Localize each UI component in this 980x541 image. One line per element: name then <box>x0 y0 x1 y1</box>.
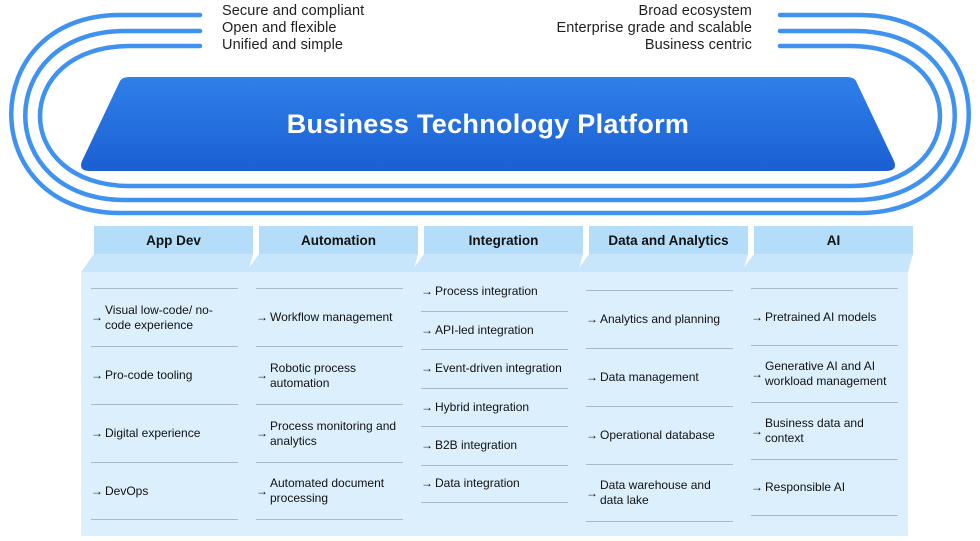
arrow-icon: → <box>91 310 103 324</box>
orbit-ring-middle <box>23 28 957 203</box>
column-bevel <box>81 254 253 272</box>
arrow-icon: → <box>421 361 433 376</box>
list-item: →DevOps <box>91 462 238 520</box>
list-item: →Hybrid integration <box>421 387 568 427</box>
pillar-columns: App Dev →Visual low-code/ no-code experi… <box>81 226 913 536</box>
arrow-icon: → <box>256 426 268 440</box>
arrow-icon: → <box>256 310 268 324</box>
list-item: →Event-driven integration <box>421 349 568 388</box>
column-header-automation: Automation <box>259 226 418 254</box>
arrow-icon: → <box>751 423 763 438</box>
list-item: →Operational database <box>586 406 733 464</box>
column-body-ai: →Pretrained AI models →Generative AI and… <box>741 272 908 536</box>
column-bevel <box>576 254 748 272</box>
column-body-automation: →Workflow management →Robotic process au… <box>246 272 413 536</box>
column-header-app-dev: App Dev <box>94 226 253 254</box>
column-app-dev: App Dev →Visual low-code/ no-code experi… <box>81 226 253 536</box>
tag-secure: Secure and compliant <box>222 3 365 19</box>
column-integration: Integration →Process integration →API-le… <box>411 226 583 536</box>
column-body-data-analytics: →Analytics and planning →Data management… <box>576 272 743 536</box>
tag-business-centric: Business centric <box>644 37 752 53</box>
column-body-integration: →Process integration →API-led integratio… <box>411 272 578 536</box>
platform-banner <box>81 77 895 171</box>
list-item: →Pretrained AI models <box>751 288 898 345</box>
list-item: →API-led integration <box>421 310 568 350</box>
list-item: →Automated document processing <box>256 462 403 520</box>
arrow-icon: → <box>751 366 763 381</box>
tags-right: Broad ecosystem Enterprise grade and sca… <box>556 3 752 54</box>
column-header-ai: AI <box>754 226 913 254</box>
list-item: →Digital experience <box>91 404 238 462</box>
tag-enterprise: Enterprise grade and scalable <box>556 20 752 36</box>
arrow-icon: → <box>256 483 268 498</box>
column-bevel <box>246 254 418 272</box>
list-item: →Robotic process automation <box>256 346 403 404</box>
column-ai: AI →Pretrained AI models →Generative AI … <box>741 226 913 536</box>
arrow-icon: → <box>586 428 598 442</box>
arrow-icon: → <box>586 312 598 326</box>
list-item: →B2B integration <box>421 426 568 465</box>
list-item: →Analytics and planning <box>586 290 733 348</box>
arrow-icon: → <box>421 322 433 337</box>
tag-unified: Unified and simple <box>222 37 344 53</box>
column-header-data-analytics: Data and Analytics <box>589 226 748 254</box>
list-item: →Workflow management <box>256 288 403 346</box>
column-bevel <box>411 254 583 272</box>
arrow-icon: → <box>421 283 433 298</box>
list-item: →Data warehouse and data lake <box>586 464 733 522</box>
column-automation: Automation →Workflow management →Robotic… <box>246 226 418 536</box>
arrow-icon: → <box>91 483 103 498</box>
tag-ecosystem: Broad ecosystem <box>638 3 752 19</box>
arrow-icon: → <box>256 368 268 382</box>
list-item: →Pro-code tooling <box>91 346 238 404</box>
list-item: →Process monitoring and analytics <box>256 404 403 462</box>
arrow-icon: → <box>421 476 433 491</box>
arrow-icon: → <box>751 309 763 324</box>
list-item: →Data integration <box>421 464 568 503</box>
column-body-app-dev: →Visual low-code/ no-code experience →Pr… <box>81 272 248 536</box>
arrow-icon: → <box>421 438 433 453</box>
list-item: →Data management <box>586 348 733 406</box>
column-header-integration: Integration <box>424 226 583 254</box>
list-item: →Visual low-code/ no-code experience <box>91 288 238 346</box>
arrow-icon: → <box>91 368 103 382</box>
list-item: →Responsible AI <box>751 459 898 516</box>
tags-left: Secure and compliant Open and flexible U… <box>222 3 364 54</box>
column-bevel <box>741 254 913 272</box>
list-item: →Generative AI and AI workload managemen… <box>751 345 898 402</box>
orbit-ring-inner <box>37 43 943 189</box>
arrow-icon: → <box>586 485 598 500</box>
column-data-analytics: Data and Analytics →Analytics and planni… <box>576 226 748 536</box>
tag-open: Open and flexible <box>222 20 337 36</box>
arrow-icon: → <box>91 426 103 440</box>
platform-title: Business Technology Platform <box>286 108 690 139</box>
list-item: →Business data and context <box>751 402 898 459</box>
list-item: →Process integration <box>421 283 538 298</box>
orbit-ring-outer <box>9 12 971 216</box>
arrow-icon: → <box>586 370 598 384</box>
arrow-icon: → <box>421 399 433 414</box>
arrow-icon: → <box>751 480 763 494</box>
